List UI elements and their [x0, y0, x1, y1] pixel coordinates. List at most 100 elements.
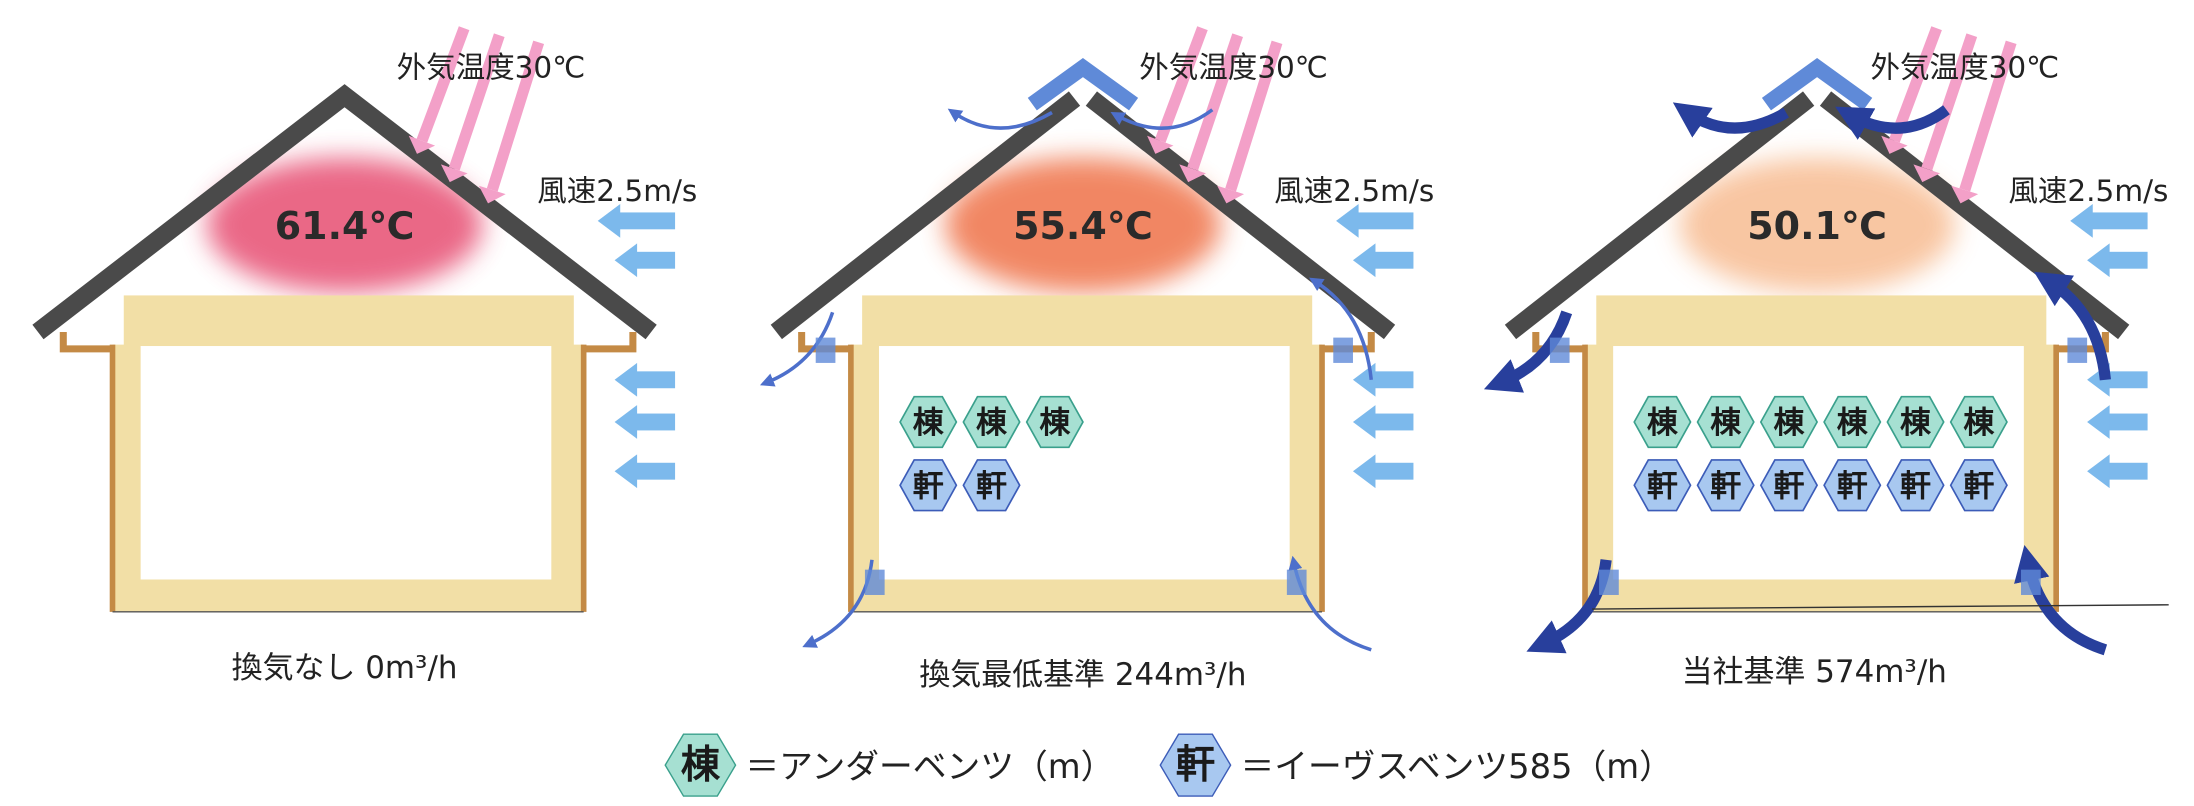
wind-arrow-icon [631, 371, 676, 389]
eave-vent-opening [864, 569, 885, 595]
eave-soffit-right [583, 331, 637, 353]
ridge-vent-cap [1761, 58, 1873, 111]
ridge-vent-hex-icon [664, 733, 737, 797]
sun-heat-arrow-icon [1225, 40, 1283, 192]
interior-room [140, 344, 552, 580]
sun-heat-arrow-icon [1889, 26, 1942, 143]
house-graphic: 棟棟棟軒軒 [759, 26, 1414, 652]
ridge-vent-symbol: 棟 [1900, 405, 1932, 441]
interior-room [1613, 344, 2024, 580]
legend-ridge-vent: 棟 ＝アンダーベンツ（m） [664, 733, 1114, 797]
wind-arrowhead-icon [614, 405, 638, 439]
wind-arrow-icon [631, 462, 676, 480]
house-minimum-standard: 外気温度30℃ 風速2.5m/s 55.4℃ 換気最低基準 244m³/h [919, 50, 1434, 693]
sun-heat-arrowhead-icon [1217, 185, 1245, 204]
ridge-vent-symbol: 棟 [1963, 405, 1995, 441]
wind-arrow-icon [631, 413, 676, 431]
wind-arrowhead-icon [1352, 405, 1376, 439]
wind-arrow-icon [2103, 413, 2148, 431]
house-graphic [32, 26, 676, 613]
house-no-ventilation: 外気温度30℃ 風速2.5m/s 61.4℃ 換気なし 0m³/h [232, 50, 698, 686]
sun-heat-arrowhead-icon [478, 185, 506, 204]
ridge-vent-symbol: 棟 [1837, 405, 1869, 441]
attic-temperature: 61.4℃ [275, 204, 415, 248]
sun-heat-arrow-icon [1155, 26, 1208, 143]
airflow-arrow-icon [1110, 108, 1214, 130]
sun-heat-arrow-icon [486, 40, 545, 192]
eave-vent-hex-icon [899, 459, 958, 512]
ridge-vent-hex-icon [1949, 395, 2008, 449]
wind-arrow-icon [1369, 371, 1414, 389]
wind-arrow-icon [2103, 251, 2148, 269]
wind-arrow-icon [2103, 462, 2148, 480]
attic-temperature: 55.4℃ [1013, 204, 1153, 248]
ridge-vent-hex-icon [1633, 395, 1692, 449]
ridge-vent-symbol: 棟 [1773, 405, 1805, 441]
house-company-standard: 外気温度30℃ 風速2.5m/s 50.1℃ 当社基準 574m³/h [1682, 50, 2169, 690]
wind-arrow-icon [631, 251, 676, 269]
eave-vent-symbol: 軒 [1900, 469, 1931, 505]
eave-vent-opening [1286, 569, 1307, 595]
sun-heat-arrow-icon [416, 26, 470, 143]
ridge-vent-symbol: 棟 [1710, 405, 1742, 441]
outside-temp-label: 外気温度30℃ [397, 50, 586, 84]
wind-speed-label: 風速2.5m/s [1274, 174, 1434, 208]
house-caption: 当社基準 574m³/h [1682, 654, 1947, 690]
eave-vent-opening [1549, 337, 1570, 363]
airflow-arrow-icon [1835, 105, 1950, 140]
airflow-arrow-icon [1672, 102, 1789, 138]
wind-arrowhead-icon [614, 362, 638, 397]
roof [32, 84, 657, 340]
wind-arrowhead-icon [2070, 203, 2093, 238]
airflow-arrow-icon [759, 311, 835, 387]
eave-vent-symbol: 軒 [913, 469, 944, 505]
sun-heat-arrow-icon [1187, 33, 1243, 171]
sun-heat-arrow-icon [1921, 33, 1978, 171]
sun-heat-arrowhead-icon [1951, 185, 1979, 204]
wind-speed-label: 風速2.5m/s [537, 174, 697, 208]
ridge-vent-symbol: 棟 [976, 405, 1008, 441]
roof-left [770, 91, 1081, 340]
roof-left [1504, 91, 1815, 340]
wind-arrowhead-icon [614, 454, 638, 489]
eave-soffit-left [59, 331, 113, 353]
eave-vent-symbol: 軒 [1773, 469, 1804, 505]
ridge-vent-hex-icon [962, 395, 1021, 449]
wind-arrowhead-icon [2087, 243, 2110, 278]
ground-line [1592, 604, 2169, 610]
eave-vent-legend-text: ＝イーヴスベンツ585（m） [1240, 747, 1672, 786]
ridge-vent-hex-icon [1759, 395, 1819, 449]
heat-zone [1679, 157, 1955, 293]
wind-arrow-icon [2087, 212, 2148, 230]
eave-vent-hex-icon [1696, 459, 1755, 512]
ridge-vent-hex-icon [1025, 395, 1084, 449]
ridge-vent-symbol: 棟 [913, 405, 945, 441]
attic-insulation [123, 295, 574, 347]
ridge-vent-cap [1027, 58, 1139, 111]
heat-zone [206, 157, 483, 293]
house-caption: 換気最低基準 244m³/h [919, 657, 1246, 693]
sun-heat-arrowhead-icon [1913, 164, 1941, 183]
eave-vent-opening [1599, 569, 1619, 595]
ridge-vent-symbol: 棟 [681, 742, 721, 788]
eave-vent-hex-icon [1949, 459, 2008, 512]
eave-vent-opening [1333, 337, 1353, 363]
sun-heat-arrowhead-icon [408, 135, 436, 154]
eave-vent-hex-icon [1823, 459, 1882, 512]
sun-heat-arrowhead-icon [1179, 164, 1206, 183]
eave-vent-hex-icon [962, 459, 1021, 512]
ridge-vent-hex-icon [899, 395, 958, 449]
eave-vent-symbol: 軒 [1176, 742, 1215, 788]
legend: 棟 ＝アンダーベンツ（m） 軒 ＝イーヴスベンツ585（m） [664, 733, 1673, 797]
heat-zone [945, 157, 1221, 293]
ridge-vent-symbol: 棟 [1647, 405, 1679, 441]
eave-vent-symbol: 軒 [1837, 469, 1868, 505]
eave-vent-hex-icon [1886, 459, 1945, 512]
house-graphic: 棟棟棟棟棟棟軒軒軒軒軒軒 [1483, 26, 2169, 656]
wind-arrowhead-icon [597, 203, 621, 238]
eave-vent-hex-icon [1759, 459, 1819, 512]
interior-room [879, 344, 1290, 580]
eave-vent-symbol: 軒 [1647, 469, 1678, 505]
eave-vent-symbol: 軒 [1710, 469, 1741, 505]
